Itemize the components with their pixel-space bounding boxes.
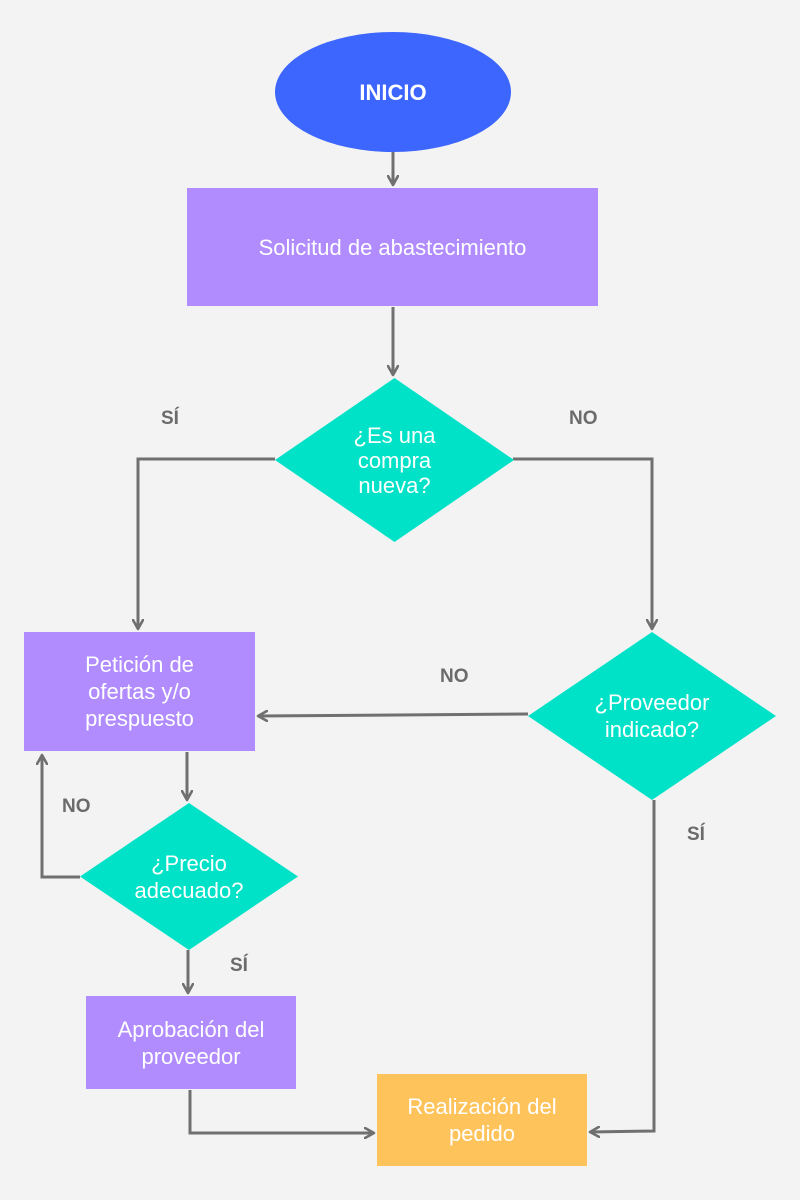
decision-precio-adecuado-shape	[80, 803, 298, 950]
decision-proveedor-indicado-label: ¿Proveedor indicado?	[594, 690, 710, 742]
process-solicitud-label: Solicitud de abastecimiento	[258, 234, 527, 260]
label-precio-no: NO	[62, 796, 91, 817]
process-peticion-label: Petición de ofertas y/o prespuesto	[85, 652, 194, 731]
connector-proveedor-no-to-peticion	[258, 714, 529, 716]
process-aprobacion: Aprobación del proveedor	[86, 996, 296, 1089]
decision-precio-adecuado-label: ¿Precio adecuado?	[134, 850, 244, 903]
start-node-label: INICIO	[359, 79, 427, 105]
process-aprobacion-label: Aprobación del proveedor	[117, 1016, 265, 1069]
label-proveedor-no: NO	[440, 666, 469, 687]
end-realizacion-label: Realización del pedido	[407, 1094, 557, 1146]
connector-precio-no-to-peticion	[42, 755, 80, 879]
start-node: INICIO	[275, 32, 511, 152]
decision-precio-adecuado: ¿Precio adecuado?	[80, 803, 298, 950]
label-compra-no: NO	[569, 408, 598, 429]
label-compra-si: SÍ	[161, 408, 179, 429]
label-precio-si: SÍ	[230, 955, 248, 976]
connector-aprobacion-to-realizacion	[188, 1090, 374, 1133]
decision-proveedor-indicado: ¿Proveedor indicado?	[528, 632, 776, 800]
label-proveedor-si: SÍ	[687, 824, 705, 845]
connector-compra-si-to-peticion	[138, 457, 275, 629]
decision-compra-nueva-label: ¿Es una compra nueva?	[353, 422, 436, 498]
connector-proveedor-si-to-realizacion	[590, 800, 656, 1132]
decision-proveedor-indicado-shape	[528, 632, 776, 800]
process-solicitud: Solicitud de abastecimiento	[187, 188, 598, 306]
decision-compra-nueva: ¿Es una compra nueva?	[275, 378, 514, 542]
end-realizacion: Realización del pedido	[377, 1074, 587, 1166]
connector-compra-no-to-proveedor	[513, 457, 652, 629]
decision-compra-nueva-shape	[275, 378, 514, 542]
process-peticion: Petición de ofertas y/o prespuesto	[24, 632, 255, 751]
